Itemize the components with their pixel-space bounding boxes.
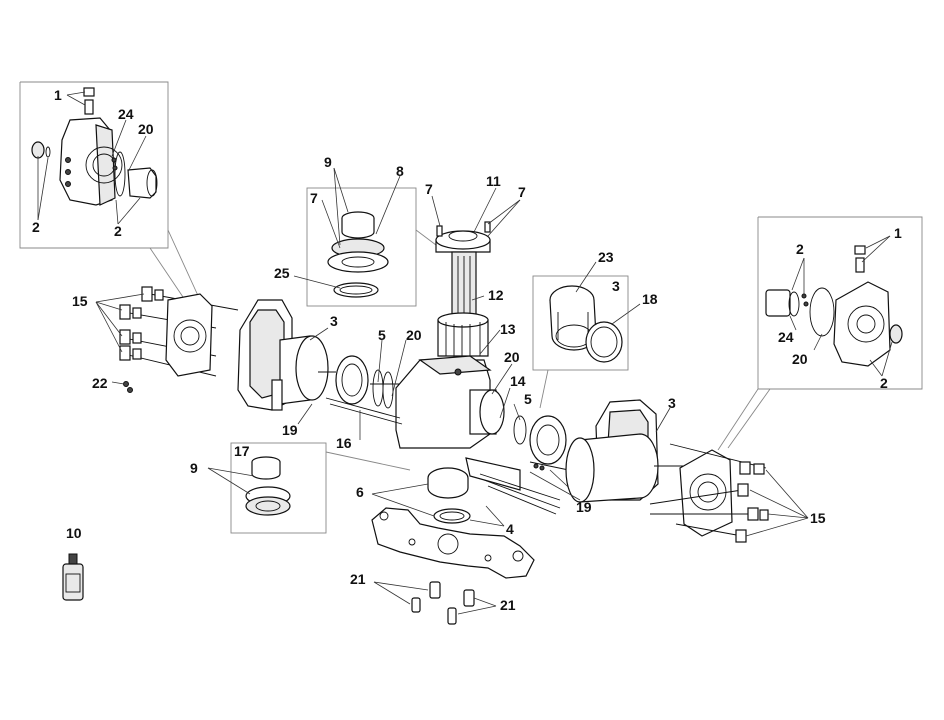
callout: 6 bbox=[356, 484, 364, 500]
callout: 15 bbox=[810, 510, 826, 526]
end-cover-detail-left bbox=[31, 87, 158, 206]
callout: 24 bbox=[118, 106, 134, 122]
detail-box-lower-seal bbox=[230, 442, 327, 534]
detail-box-bearing-kit bbox=[532, 275, 629, 371]
grease-bottle-icon bbox=[62, 553, 84, 601]
callout: 19 bbox=[576, 499, 592, 515]
right-end-cover-assembly bbox=[649, 443, 769, 543]
callout: 16 bbox=[336, 435, 352, 451]
right-housing bbox=[565, 399, 690, 503]
pins bbox=[411, 581, 475, 625]
callout: 15 bbox=[72, 293, 88, 309]
callout: 1 bbox=[894, 225, 902, 241]
callout: 5 bbox=[524, 391, 532, 407]
left-housing bbox=[237, 299, 336, 411]
callout: 20 bbox=[406, 327, 422, 343]
output-assembly bbox=[427, 457, 561, 524]
mounting-plate bbox=[371, 507, 535, 579]
callout: 13 bbox=[500, 321, 516, 337]
callout: 3 bbox=[612, 278, 620, 294]
callout: 3 bbox=[668, 395, 676, 411]
detail-box-top-right bbox=[757, 216, 923, 390]
callout: 9 bbox=[190, 460, 198, 476]
callout: 21 bbox=[350, 571, 366, 587]
callout: 20 bbox=[138, 121, 154, 137]
callout: 24 bbox=[778, 329, 794, 345]
bearing-kit bbox=[549, 285, 623, 363]
callout: 2 bbox=[796, 241, 804, 257]
detail-box-seal-kit bbox=[306, 187, 417, 307]
callout: 20 bbox=[792, 351, 808, 367]
callout: 25 bbox=[274, 265, 290, 281]
callout: 2 bbox=[880, 375, 888, 391]
input-shaft bbox=[435, 221, 491, 358]
callout: 20 bbox=[504, 349, 520, 365]
left-end-cover-assembly bbox=[119, 286, 239, 393]
callout: 4 bbox=[506, 521, 514, 537]
end-cover-detail-right bbox=[765, 245, 903, 367]
callout: 19 bbox=[282, 422, 298, 438]
central-gearbox bbox=[325, 355, 527, 449]
callout: 17 bbox=[234, 443, 250, 459]
callout: 7 bbox=[310, 190, 318, 206]
callout: 5 bbox=[378, 327, 386, 343]
detail-box-top-left bbox=[19, 81, 169, 249]
callout: 1 bbox=[54, 87, 62, 103]
callout: 21 bbox=[500, 597, 516, 613]
callout: 18 bbox=[642, 291, 658, 307]
callout: 7 bbox=[518, 184, 526, 200]
callout: 22 bbox=[92, 375, 108, 391]
callout: 2 bbox=[114, 223, 122, 239]
callout: 3 bbox=[330, 313, 338, 329]
callout: 23 bbox=[598, 249, 614, 265]
callout: 9 bbox=[324, 154, 332, 170]
right-bearing bbox=[529, 415, 589, 475]
callout: 12 bbox=[488, 287, 504, 303]
callout: 7 bbox=[425, 181, 433, 197]
seal-kit-parts bbox=[327, 211, 389, 298]
callout: 8 bbox=[396, 163, 404, 179]
callout: 10 bbox=[66, 525, 82, 541]
lower-seal-parts bbox=[245, 456, 291, 516]
callout: 11 bbox=[486, 173, 501, 189]
callout: 14 bbox=[510, 373, 526, 389]
callout: 2 bbox=[32, 219, 40, 235]
